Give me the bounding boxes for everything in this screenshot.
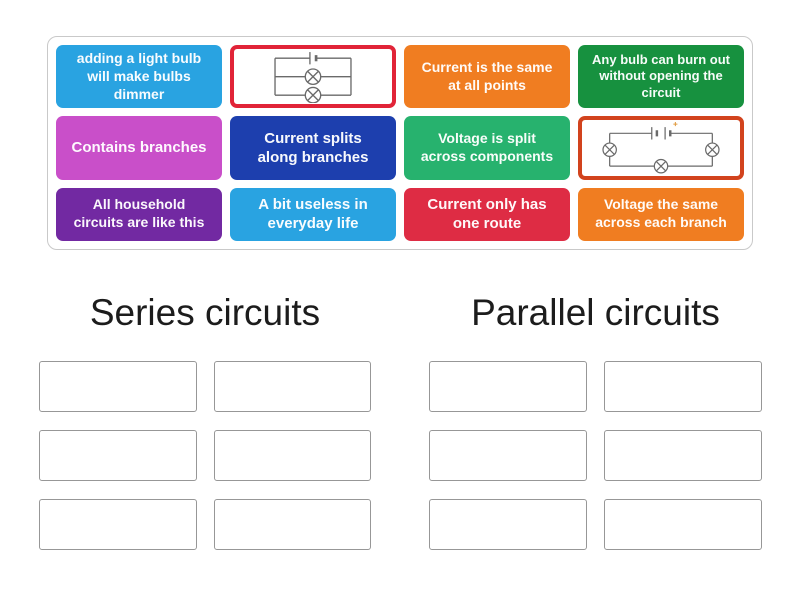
drop-slot[interactable] — [429, 499, 587, 551]
category-title: Series circuits — [89, 292, 321, 333]
tile-label: Any bulb can burn out without opening th… — [592, 51, 730, 100]
category-group: Series circuits — [39, 291, 371, 551]
draggable-answer-tile[interactable]: Current is the same at all points — [404, 45, 570, 109]
draggable-answer-tile[interactable]: A bit useless in everyday life — [230, 187, 396, 241]
tile-label: Voltage the same across each branch — [595, 196, 727, 231]
tile-label: Current splits along branches — [257, 129, 369, 167]
drop-slot[interactable] — [213, 430, 371, 482]
draggable-answer-tile[interactable]: Current splits along branches — [230, 116, 396, 180]
category-group: Parallel circuits — [429, 291, 762, 551]
drop-slot-grid — [429, 361, 762, 551]
tile-label: A bit useless in everyday life — [258, 196, 368, 233]
drop-slot[interactable] — [604, 499, 762, 551]
tile-label: All household circuits are like this — [73, 196, 205, 231]
drop-slot[interactable] — [604, 361, 762, 413]
tile-label: Contains branches — [71, 139, 207, 157]
parallel-circuit-diagram-icon — [274, 52, 352, 104]
tile-bank: adding a light bulb will make bulbs dimm… — [47, 36, 753, 250]
draggable-image-tile[interactable] — [230, 45, 396, 109]
drop-slot[interactable] — [39, 361, 197, 413]
drop-slot[interactable] — [429, 430, 587, 482]
draggable-answer-tile[interactable]: Voltage is split across components — [404, 116, 570, 180]
draggable-answer-tile[interactable]: All household circuits are like this — [56, 187, 222, 241]
drop-slot[interactable] — [429, 361, 587, 413]
draggable-answer-tile[interactable]: adding a light bulb will make bulbs dimm… — [56, 45, 222, 109]
tile-label: Voltage is split across components — [420, 130, 554, 165]
series-circuit-diagram-icon — [602, 122, 720, 174]
drop-slot[interactable] — [39, 499, 197, 551]
drop-slot[interactable] — [39, 430, 197, 482]
draggable-answer-tile[interactable]: Voltage the same across each branch — [578, 187, 744, 241]
drop-slot[interactable] — [213, 361, 371, 413]
drop-slot-grid — [39, 361, 371, 551]
drop-slot[interactable] — [604, 430, 762, 482]
draggable-answer-tile[interactable]: Current only has one route — [404, 187, 570, 241]
tile-label: adding a light bulb will make bulbs dimm… — [76, 49, 202, 102]
tile-label: Current is the same at all points — [421, 58, 553, 93]
tile-label: Current only has one route — [427, 196, 547, 233]
category-title: Parallel circuits — [471, 292, 720, 333]
draggable-answer-tile[interactable]: Contains branches — [56, 116, 222, 180]
draggable-image-tile[interactable] — [578, 116, 744, 180]
draggable-answer-tile[interactable]: Any bulb can burn out without opening th… — [578, 45, 744, 109]
drop-slot[interactable] — [213, 499, 371, 551]
